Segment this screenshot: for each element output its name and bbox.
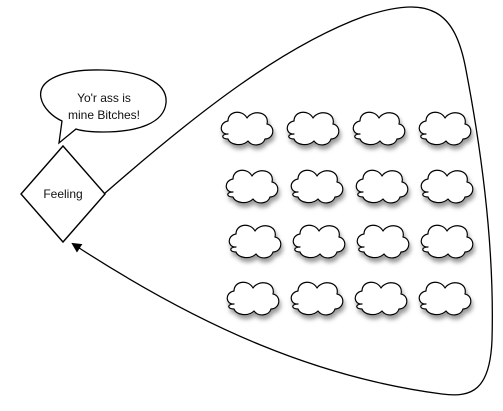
cloud-icon xyxy=(356,224,410,259)
cloud-icon xyxy=(286,111,340,146)
cloud-icon xyxy=(225,169,279,204)
speech-bubble[interactable]: Yo'r ass is mine Bitches! xyxy=(40,69,167,145)
cloud-icon xyxy=(418,281,472,316)
cloud-icon xyxy=(420,169,474,204)
cloud-grid xyxy=(220,111,474,316)
speech-bubble-shape xyxy=(40,69,167,145)
cloud-icon xyxy=(418,111,472,146)
feeling-diamond[interactable]: Feeling xyxy=(20,144,106,244)
cloud-icon xyxy=(354,281,408,316)
cloud-icon xyxy=(420,224,474,259)
cloud-icon xyxy=(220,111,274,146)
cloud-icon xyxy=(290,169,344,204)
cloud-icon xyxy=(292,224,346,259)
speech-bubble-line-1: Yo'r ass is xyxy=(77,91,131,105)
flow-connector xyxy=(71,6,494,396)
cloud-icon xyxy=(226,281,280,316)
cloud-icon xyxy=(352,111,406,146)
cloud-icon xyxy=(228,224,282,259)
cloud-icon xyxy=(290,281,344,316)
cloud-icon xyxy=(355,169,409,204)
feeling-label: Feeling xyxy=(43,187,82,201)
speech-bubble-line-2: mine Bitches! xyxy=(68,108,140,122)
